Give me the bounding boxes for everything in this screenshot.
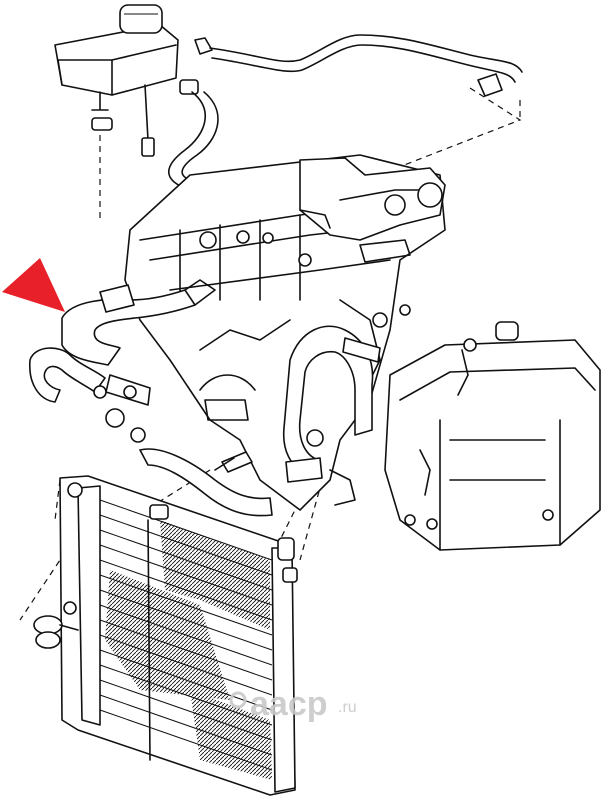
mounting-bolt xyxy=(214,451,253,473)
bypass-hoses xyxy=(282,325,381,483)
hose-clamp-lower xyxy=(285,457,323,483)
upper-radiator-hose xyxy=(61,279,216,366)
tank-grommet xyxy=(91,117,113,131)
hose-clamp-right xyxy=(342,337,381,363)
radiator-drain-clamp xyxy=(33,615,79,649)
intake-manifold xyxy=(299,157,446,263)
level-sensor xyxy=(141,84,155,157)
watermark-suffix: .ru xyxy=(338,699,357,716)
overflow-hose xyxy=(194,34,523,191)
watermark-brand: aacp xyxy=(250,685,328,723)
expansion-tank-cap xyxy=(119,4,163,34)
expansion-tank xyxy=(54,4,179,157)
gearbox xyxy=(384,321,601,551)
lower-hose-assembly xyxy=(29,347,273,517)
highlight-arrow xyxy=(2,258,65,312)
radiator xyxy=(59,475,298,796)
hose-clamp xyxy=(99,284,135,313)
watermark: aacp .ru xyxy=(229,685,357,723)
radiator-tubes xyxy=(99,499,273,771)
